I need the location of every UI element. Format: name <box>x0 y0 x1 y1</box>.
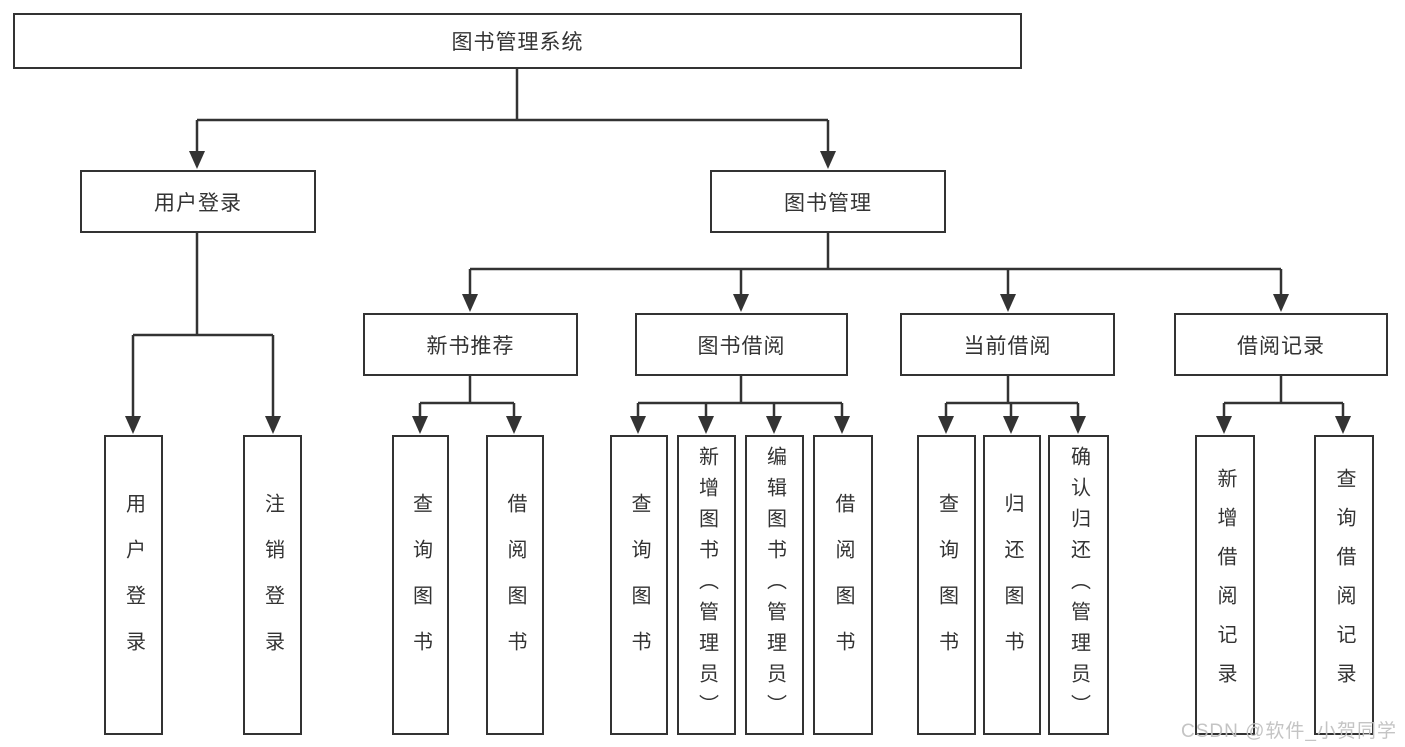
leaf-logout-login-label: 注销登录 <box>261 493 284 677</box>
node-root: 图书管理系统 <box>13 13 1022 69</box>
leaf-bb-borrow-books: 借阅图书 <box>813 435 873 735</box>
leaf-nb-query-books-label: 查询图书 <box>409 493 432 677</box>
leaf-cb-query-books-label: 查询图书 <box>935 493 958 677</box>
node-new-book-recommendation-label: 新书推荐 <box>426 334 515 358</box>
node-book-borrowing-label: 图书借阅 <box>697 334 786 358</box>
leaf-cb-confirm-return-admin-label: 确认归还（管理员） <box>1067 445 1090 725</box>
node-new-book-recommendation: 新书推荐 <box>363 313 578 376</box>
leaf-cb-confirm-return-admin: 确认归还（管理员） <box>1048 435 1109 735</box>
leaf-cb-query-books: 查询图书 <box>917 435 976 735</box>
leaf-br-add-borrow-record: 新增借阅记录 <box>1195 435 1255 735</box>
leaf-br-query-borrow-record: 查询借阅记录 <box>1314 435 1374 735</box>
node-book-borrowing: 图书借阅 <box>635 313 848 376</box>
leaf-nb-query-books: 查询图书 <box>392 435 449 735</box>
leaf-br-query-borrow-record-label: 查询借阅记录 <box>1333 468 1355 702</box>
node-root-label: 图书管理系统 <box>451 31 584 54</box>
node-current-borrowing: 当前借阅 <box>900 313 1115 376</box>
node-borrowing-records: 借阅记录 <box>1174 313 1388 376</box>
leaf-logout-login: 注销登录 <box>243 435 302 735</box>
node-book-management: 图书管理 <box>710 170 946 233</box>
node-user-login: 用户登录 <box>80 170 316 233</box>
leaf-bb-borrow-books-label: 借阅图书 <box>832 493 854 677</box>
leaf-bb-edit-books-admin: 编辑图书（管理员） <box>745 435 804 735</box>
leaf-nb-borrow-books-label: 借阅图书 <box>504 493 526 677</box>
node-borrowing-records-label: 借阅记录 <box>1237 334 1325 358</box>
leaf-nb-borrow-books: 借阅图书 <box>486 435 544 735</box>
leaf-user-login: 用户登录 <box>104 435 163 735</box>
leaf-br-add-borrow-record-label: 新增借阅记录 <box>1214 468 1236 702</box>
leaf-bb-add-books-admin-label: 新增图书（管理员） <box>695 445 718 725</box>
leaf-bb-query-books: 查询图书 <box>610 435 668 735</box>
node-user-login-label: 用户登录 <box>154 191 242 215</box>
leaf-bb-add-books-admin: 新增图书（管理员） <box>677 435 736 735</box>
csdn-watermark: CSDN @软件_小贺同学 <box>1181 721 1397 742</box>
node-book-management-label: 图书管理 <box>784 191 872 215</box>
leaf-bb-edit-books-admin-label: 编辑图书（管理员） <box>763 445 786 725</box>
leaf-bb-query-books-label: 查询图书 <box>628 493 650 677</box>
leaf-user-login-label: 用户登录 <box>122 493 145 677</box>
leaf-cb-return-books-label: 归还图书 <box>1001 493 1023 677</box>
leaf-cb-return-books: 归还图书 <box>983 435 1041 735</box>
node-current-borrowing-label: 当前借阅 <box>963 334 1052 358</box>
